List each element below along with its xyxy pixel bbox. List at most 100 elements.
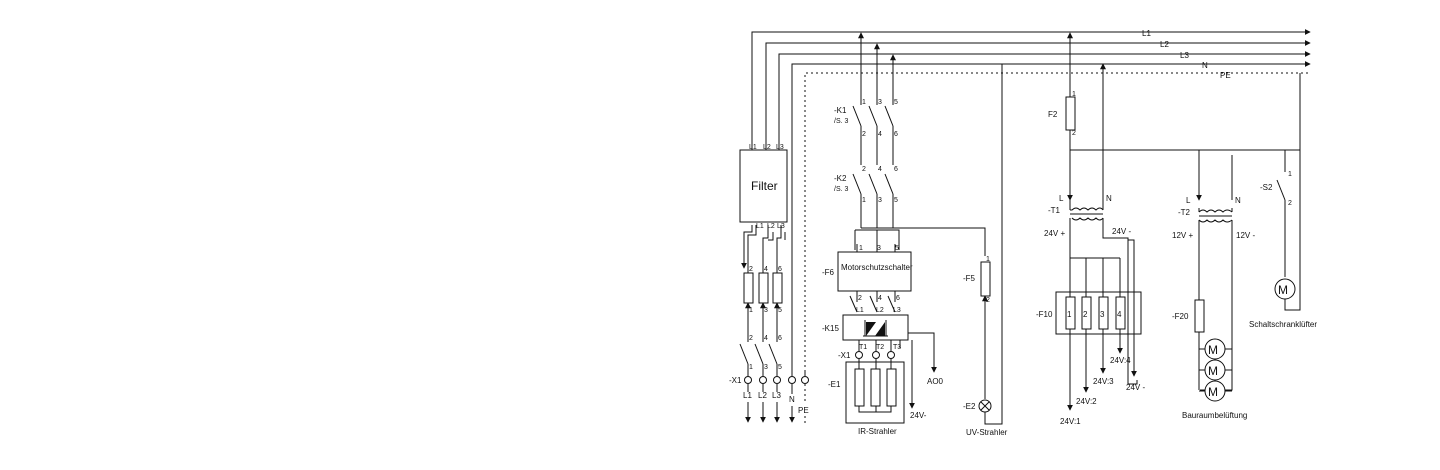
k1-label: -K1 [834,106,847,115]
k1-top-1: 1 [862,99,866,106]
filter-title: Filter [751,179,778,193]
filter-in-2: L2 [763,144,771,151]
fuse-f5: 1 2 -F5 -E2 UV-Strahler [963,64,1008,437]
f10-out-1: 24V:1 [1060,417,1081,426]
f10-out-minus: 24V - [1126,383,1145,392]
supply-wiring: 2 4 6 1 3 5 2 4 6 1 3 5 -X1 L1 L2 L3 N P… [729,225,809,424]
f5-p2: 2 [986,297,990,304]
k2-ref: /S. 3 [834,186,849,193]
bus-label-l2: L2 [1160,40,1169,49]
t2-l: L [1186,196,1191,205]
f2-p1: 1 [1072,91,1076,98]
k2-top-2: 4 [878,166,882,173]
k2-label: -K2 [834,174,847,183]
supply-terminal-label: -X1 [729,376,742,385]
t1-label: -T1 [1048,206,1061,215]
f10-cell-2: 2 [1083,310,1088,319]
f10-cell-1: 1 [1067,310,1072,319]
supply-phase-l1: L1 [743,391,752,400]
f5-label: -F5 [963,274,976,283]
heater-e1: -E1 IR-Strahler [828,359,905,436]
t2-minus: 12V - [1236,231,1255,240]
f6-in-1: 1 [859,245,863,252]
fan-motor-1: M [1208,343,1218,357]
bus-label-l3: L3 [1180,51,1189,60]
f6-out-bot-1: L1 [856,307,864,314]
k2-bot-1: 1 [862,197,866,204]
f20-label: -F20 [1172,312,1189,321]
t1-plus: 24V + [1044,229,1065,238]
v24m-label: 24V- [910,411,927,420]
bus-label-n: N [1202,61,1208,70]
bus-label-l1: L1 [1142,29,1151,38]
fuse-bot-1: 1 [749,307,753,314]
k15-t2: T2 [876,344,884,351]
t2-label: -T2 [1178,208,1191,217]
k1-bot-1: 2 [862,131,866,138]
f6-out-top-2: 4 [878,295,882,302]
f6-title: Motorschutzschalter [841,263,913,272]
motor-protection-f6: Motorschutzschalter -F6 1 3 5 2 4 6 L1 L… [822,244,913,314]
fuse-top-1: 2 [749,266,753,273]
supply-n: N [789,395,795,404]
f6-out-top-3: 6 [896,295,900,302]
thyristor-k15: -K15 AO0 T1 T2 T3 -X1 24V- [822,314,944,420]
fuse-bot-3: 5 [778,307,782,314]
f6-in-3: 5 [895,245,899,252]
k15-t3: T3 [893,344,901,351]
bus-lines: L1 L2 L3 N PE [751,29,1311,372]
t2-plus: 12V + [1172,231,1193,240]
contactor-k1: 1 3 5 2 4 6 -K1 /S. 3 [834,32,898,165]
k1-top-3: 5 [894,99,898,106]
e2-label: -E2 [963,402,976,411]
k2-bot-2: 3 [878,197,882,204]
e2-caption: UV-Strahler [966,428,1008,437]
filter-out-2: L2 [767,223,775,230]
s2-p1: 1 [1288,171,1292,178]
switch-bot-2: 3 [764,364,768,371]
k2-top-3: 6 [894,166,898,173]
t1-n: N [1106,194,1112,203]
f2-label: F2 [1048,110,1058,119]
switch-s2-circuit: 1 2 -S2 M Schaltschranklüfter [1249,73,1317,329]
e1-caption: IR-Strahler [858,427,897,436]
k15-label: -K15 [822,324,839,333]
t2-n: N [1235,196,1241,205]
k1-bot-3: 6 [894,131,898,138]
supply-phase-l2: L2 [758,391,767,400]
f10-label: -F10 [1036,310,1053,319]
supply-pe: PE [798,406,809,415]
x1b-label: -X1 [838,351,851,360]
bus-label-pe: PE [1220,71,1231,80]
f20-caption: Bauraumbelüftung [1182,411,1247,420]
filter-in-3: L3 [776,144,784,151]
t1-l: L [1059,194,1064,203]
contactor-k2: 2 4 6 1 3 5 -K2 /S. 3 [834,166,986,256]
k2-bot-3: 5 [894,197,898,204]
switch-bot-3: 5 [778,364,782,371]
f10-out-4: 24V:4 [1110,356,1131,365]
switch-bot-1: 1 [749,364,753,371]
switch-top-2: 4 [764,335,768,342]
k2-top-1: 2 [862,166,866,173]
f6-out-bot-2: L2 [876,307,884,314]
f10-out-2: 24V:2 [1076,397,1097,406]
fuse-top-3: 6 [778,266,782,273]
k1-bot-2: 4 [878,131,882,138]
f6-out-top-1: 2 [858,295,862,302]
transformer-t1-circuit: 1 2 F2 L N -T1 24V + 24V - 1 2 3 4 -F10 … [1036,32,1300,426]
fan-motor-3: M [1208,385,1218,399]
fan-motor-2: M [1208,364,1218,378]
filter-in-1: L1 [749,144,757,151]
fuse-top-2: 4 [764,266,768,273]
s2-p2: 2 [1288,200,1292,207]
f6-in-2: 3 [877,245,881,252]
fuse-bot-2: 3 [764,307,768,314]
k1-ref: /S. 3 [834,118,849,125]
switch-top-3: 6 [778,335,782,342]
f2-p2: 2 [1072,130,1076,137]
filter-out-1: L1 [756,223,764,230]
f5-p1: 1 [986,256,990,263]
s2-caption: Schaltschranklüfter [1249,320,1317,329]
